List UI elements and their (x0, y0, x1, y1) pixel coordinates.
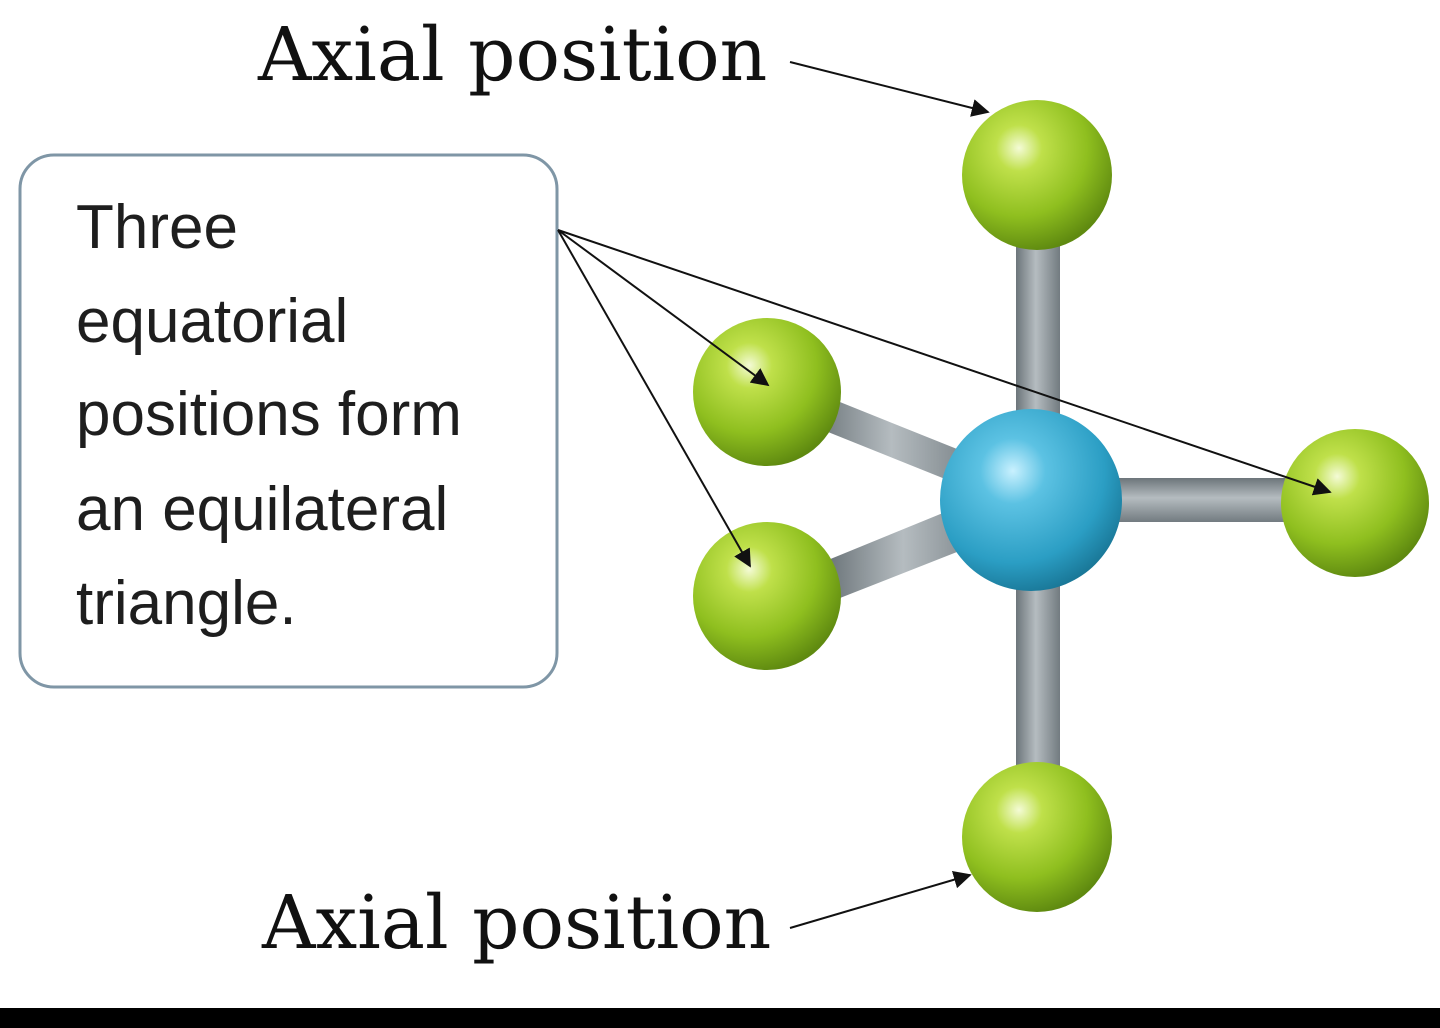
atom-equatorial-right (1281, 429, 1429, 577)
bond-equatorial-upper-left (815, 392, 985, 495)
callout-line-1: Three (76, 193, 238, 262)
callout-line-3: positions form (76, 380, 462, 449)
bonds (815, 240, 1300, 780)
arrow-to-equatorial-upper-left (557, 229, 770, 387)
atom-equatorial-lower-left (693, 522, 841, 670)
arrow-to-equatorial-right (557, 229, 1332, 496)
atom-equatorial-upper-left (693, 318, 841, 466)
callout-line-2: equatorial (76, 287, 348, 356)
leader-arrows (557, 61, 1332, 929)
arrow-to-axial-bottom (789, 870, 972, 929)
arrow-to-equatorial-lower-left (557, 229, 751, 568)
bond-equatorial-right (1100, 478, 1300, 522)
callout-line-4: an equilateral (76, 475, 448, 544)
atoms (693, 100, 1429, 912)
callout-box: Three equatorial positions form an equil… (18, 153, 559, 689)
bond-axial-bottom (1016, 570, 1060, 780)
arrow-to-axial-top (789, 61, 990, 117)
atom-axial-top (962, 100, 1112, 250)
callout-border (18, 153, 559, 689)
atom-central (940, 409, 1122, 591)
label-axial-bottom: Axial position (261, 880, 771, 966)
atom-axial-bottom (962, 762, 1112, 912)
bond-axial-top (1016, 240, 1060, 430)
callout-line-5: triangle. (76, 569, 297, 638)
label-axial-top: Axial position (257, 12, 767, 98)
bottom-border-bar (0, 1008, 1440, 1028)
